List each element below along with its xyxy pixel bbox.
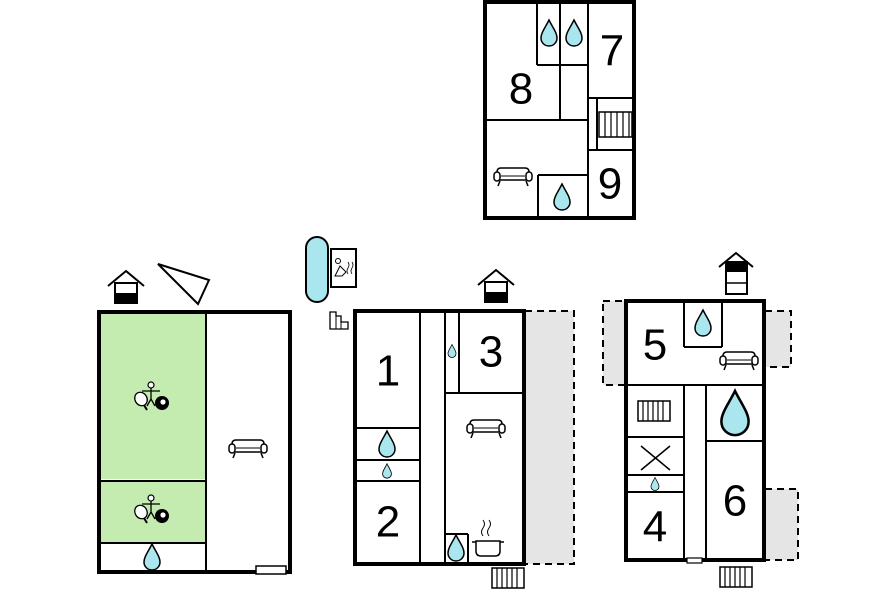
room-number-8: 8	[509, 65, 533, 114]
water-drop-icon	[553, 183, 571, 211]
terrace-area-left	[602, 300, 627, 386]
radiator-icon	[491, 567, 525, 589]
water-drop-icon	[540, 19, 558, 47]
left-building	[97, 310, 292, 575]
water-drop-icon	[565, 19, 583, 47]
game-room-lower	[100, 481, 206, 542]
radiator-icon	[637, 400, 671, 422]
terrace-area-right	[764, 310, 792, 368]
house-icon	[477, 269, 515, 303]
water-drop-icon	[447, 344, 457, 358]
right-building	[602, 299, 799, 588]
room-number-2: 2	[376, 498, 400, 547]
stairs-icon	[598, 111, 633, 138]
room-number-9: 9	[598, 160, 622, 209]
water-drop-icon	[378, 430, 396, 458]
room-number-5: 5	[643, 321, 667, 370]
stairs-icon	[329, 311, 349, 330]
sofa-icon	[466, 419, 506, 439]
sofa-icon	[719, 351, 759, 371]
water-drop-icon	[382, 463, 392, 479]
room-number-7: 7	[600, 27, 624, 76]
kitchen-pot-icon	[472, 519, 504, 557]
sofa-icon	[493, 167, 533, 187]
room-number-3: 3	[479, 328, 503, 377]
middle-building	[353, 309, 575, 589]
sauna-icon	[330, 248, 357, 288]
game-room-upper	[100, 313, 206, 479]
terrace-area	[524, 310, 575, 565]
upper-floor-plan	[483, 0, 636, 220]
terrace-area-lower	[764, 488, 799, 561]
water-drop-icon	[447, 534, 465, 562]
water-drop-icon	[694, 309, 712, 337]
house-icon	[107, 270, 145, 304]
water-drop-icon	[143, 543, 161, 571]
room-number-4: 4	[643, 503, 667, 552]
door-threshold	[255, 565, 287, 575]
water-drop-icon	[720, 389, 750, 437]
radiator-icon	[719, 566, 753, 588]
room-number-1: 1	[376, 347, 400, 396]
compass-icon	[157, 263, 211, 306]
room-number-6: 6	[723, 477, 747, 526]
house-icon	[718, 251, 754, 295]
sofa-icon	[228, 439, 268, 459]
water-drop-icon	[650, 477, 660, 491]
pool-icon	[305, 236, 329, 303]
